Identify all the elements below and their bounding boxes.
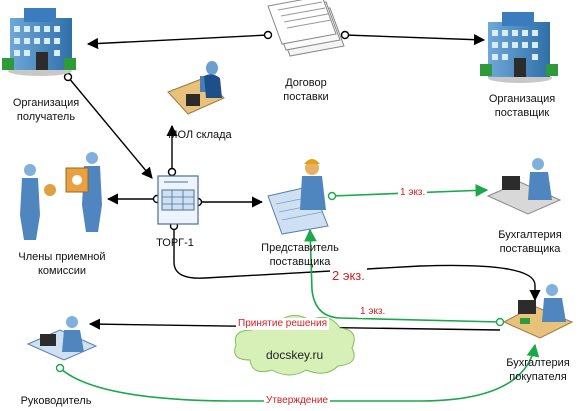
commission-label: Члены приемной комиссии (18, 251, 106, 277)
edge-contract-to-supplier (344, 34, 486, 46)
contract-document-icon (267, 0, 345, 57)
edge-node-dot (167, 167, 177, 177)
supplier-building-icon (480, 12, 558, 83)
cloud-shape (234, 315, 355, 376)
edge-buyer-accounting-to-rep (303, 228, 501, 323)
commission-members-icon (20, 152, 102, 240)
warehouse-clerk-icon (167, 61, 225, 115)
receiver-building-icon (2, 8, 76, 76)
edge-receiver-to-torg1 (67, 76, 153, 179)
edge-label-copy1-buyer: 1 экз. (358, 306, 388, 318)
edge-node-dot (495, 317, 505, 327)
torg1-label: ТОРГ-1 (156, 237, 194, 249)
mol-warehouse-label: МОЛ склада (168, 129, 232, 141)
manager-label: Руководитель (20, 395, 92, 407)
supplier-rep-icon (267, 159, 329, 235)
org-receiver-label: Организация получатель (12, 97, 80, 123)
edge-label-copy1-supplier: 1 экз. (398, 187, 428, 199)
manager-icon (26, 316, 98, 361)
edge-node-dot (63, 72, 73, 82)
edge-node-dot (327, 191, 337, 201)
supplier-rep-label: Представитель поставщика (261, 242, 339, 268)
edge-label-approval: Утверждение (264, 395, 331, 407)
buyer-accounting-label: Бухгалтерия покупателя (506, 357, 570, 383)
torg1-form-icon (157, 175, 199, 225)
contract-label: Договор поставки (283, 77, 329, 103)
edge-node-dot (263, 30, 273, 40)
edge-label-copy2: 2 экз. (330, 268, 367, 283)
edge-node-dot (340, 30, 350, 40)
supplier-accountant-icon (486, 158, 562, 215)
watermark-text: docskey.ru (266, 348, 324, 362)
supplier-accounting-label: Бухгалтерия поставщика (498, 229, 562, 255)
edge-label-decision: Принятие решения (236, 318, 330, 330)
edge-node-dot (55, 363, 65, 373)
edge-approval (59, 343, 540, 402)
edge-contract-to-receiver (86, 34, 269, 50)
org-supplier-label: Организация поставщик (488, 93, 556, 119)
buyer-accountant-icon (502, 284, 574, 339)
edge-torg1-to-buyer-accounting (173, 226, 541, 302)
